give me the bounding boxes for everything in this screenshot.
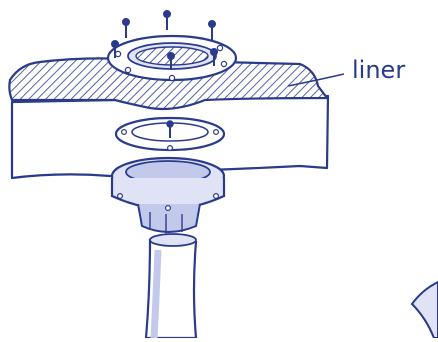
screw [164,11,171,31]
drain-body [112,158,224,234]
bottom-ring [116,118,224,150]
screw [123,19,130,39]
corner-shape [412,282,438,338]
drain-pipe [146,234,196,338]
screw [209,21,216,41]
liner-label: liner [352,56,405,84]
